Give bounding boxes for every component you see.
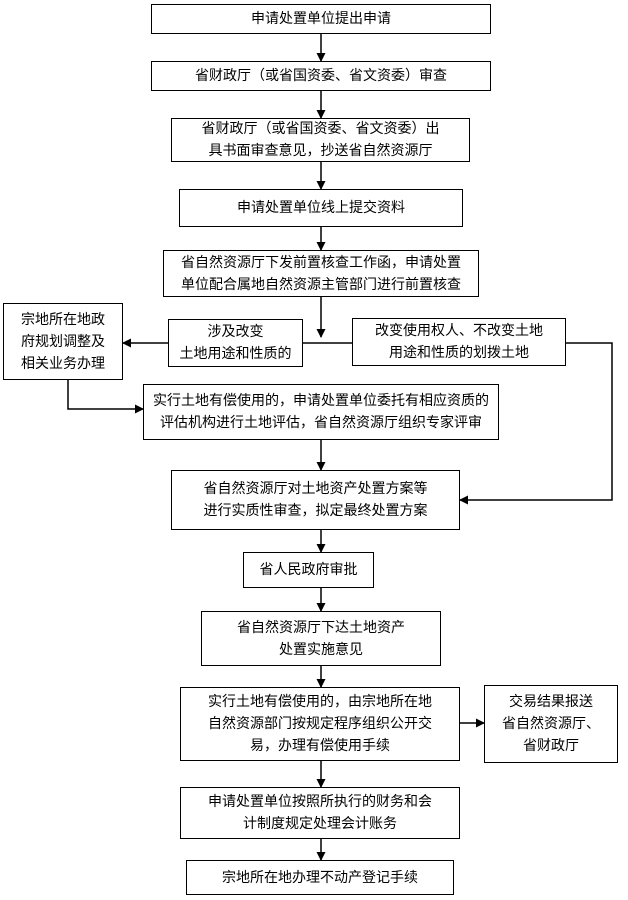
step-written-opinion: 省财政厅（或省国资委、省文资委）出 具书面审查意见，抄送省自然资源厅 [171, 118, 470, 162]
step-accounting: 申请处置单位按照所执行的财务和会 计制度规定处理会计账务 [180, 787, 460, 839]
step-finance-review-text: 省财政厅（或省国资委、省文资委）审查 [195, 68, 447, 84]
step-submit-application-text: 申请处置单位提出申请 [251, 11, 391, 27]
step-province-approval: 省人民政府审批 [243, 552, 374, 588]
step-pre-verification-text: 省自然资源厅下发前置核查工作函，申请处置 单位配合属地自然资源主管部门进行前置核… [181, 254, 461, 293]
step-land-appraisal-text: 实行土地有偿使用的，申请处置单位委托有相应资质的 评估机构进行土地评估，省自然资… [153, 393, 489, 431]
step-land-appraisal: 实行土地有偿使用的，申请处置单位委托有相应资质的 评估机构进行土地评估，省自然资… [143, 384, 499, 440]
step-written-opinion-text: 省财政厅（或省国资委、省文资委）出 具书面审查意见，抄送省自然资源厅 [201, 121, 440, 159]
side-transaction-report: 交易结果报送 省自然资源厅、 省财政厅 [484, 685, 618, 763]
side-planning-adjustment: 宗地所在地政 府规划调整及 相关业务办理 [3, 303, 123, 380]
step-public-transaction: 实行土地有偿使用的，由宗地所在地 自然资源部门按规定程序组织公开交 易，办理有偿… [180, 687, 460, 761]
step-submit-application: 申请处置单位提出申请 [151, 4, 491, 34]
step-accounting-text: 申请处置单位按照所执行的财务和会 计制度规定处理会计账务 [208, 794, 432, 832]
side-planning-adjustment-text: 宗地所在地政 府规划调整及 相关业务办理 [21, 311, 105, 372]
step-province-approval-text: 省人民政府审批 [259, 562, 358, 578]
step-property-registration-text: 宗地所在地办理不动产登记手续 [222, 869, 418, 886]
side-transaction-report-text: 交易结果报送 省自然资源厅、 省财政厅 [502, 694, 600, 754]
step-substantive-review-text: 省自然资源厅对土地资产处置方案等 进行实质性审查，拟定最终处置方案 [203, 481, 428, 519]
step-online-submission-text: 申请处置单位线上提交资料 [237, 200, 405, 216]
step-substantive-review: 省自然资源厅对土地资产处置方案等 进行实质性审查，拟定最终处置方案 [171, 470, 460, 530]
branch-allocated-land: 改变使用权人、不改变土地 用途和性质的划拨土地 [352, 318, 566, 366]
branch-allocated-land-text: 改变使用权人、不改变土地 用途和性质的划拨土地 [375, 323, 543, 361]
step-public-transaction-text: 实行土地有偿使用的，由宗地所在地 自然资源部门按规定程序组织公开交 易，办理有偿… [208, 694, 432, 754]
branch-change-land-use-text: 涉及改变 土地用途和性质的 [179, 324, 292, 362]
step-online-submission: 申请处置单位线上提交资料 [179, 189, 463, 227]
step-finance-review: 省财政厅（或省国资委、省文资委）审查 [151, 61, 491, 91]
step-implementation-opinion-text: 省自然资源厅下达土地资产 处置实施意见 [237, 619, 405, 658]
branch-change-land-use: 涉及改变 土地用途和性质的 [168, 319, 303, 367]
step-pre-verification: 省自然资源厅下发前置核查工作函，申请处置 单位配合属地自然资源主管部门进行前置核… [163, 250, 479, 297]
step-implementation-opinion: 省自然资源厅下达土地资产 处置实施意见 [201, 611, 441, 666]
step-property-registration: 宗地所在地办理不动产登记手续 [186, 860, 454, 895]
